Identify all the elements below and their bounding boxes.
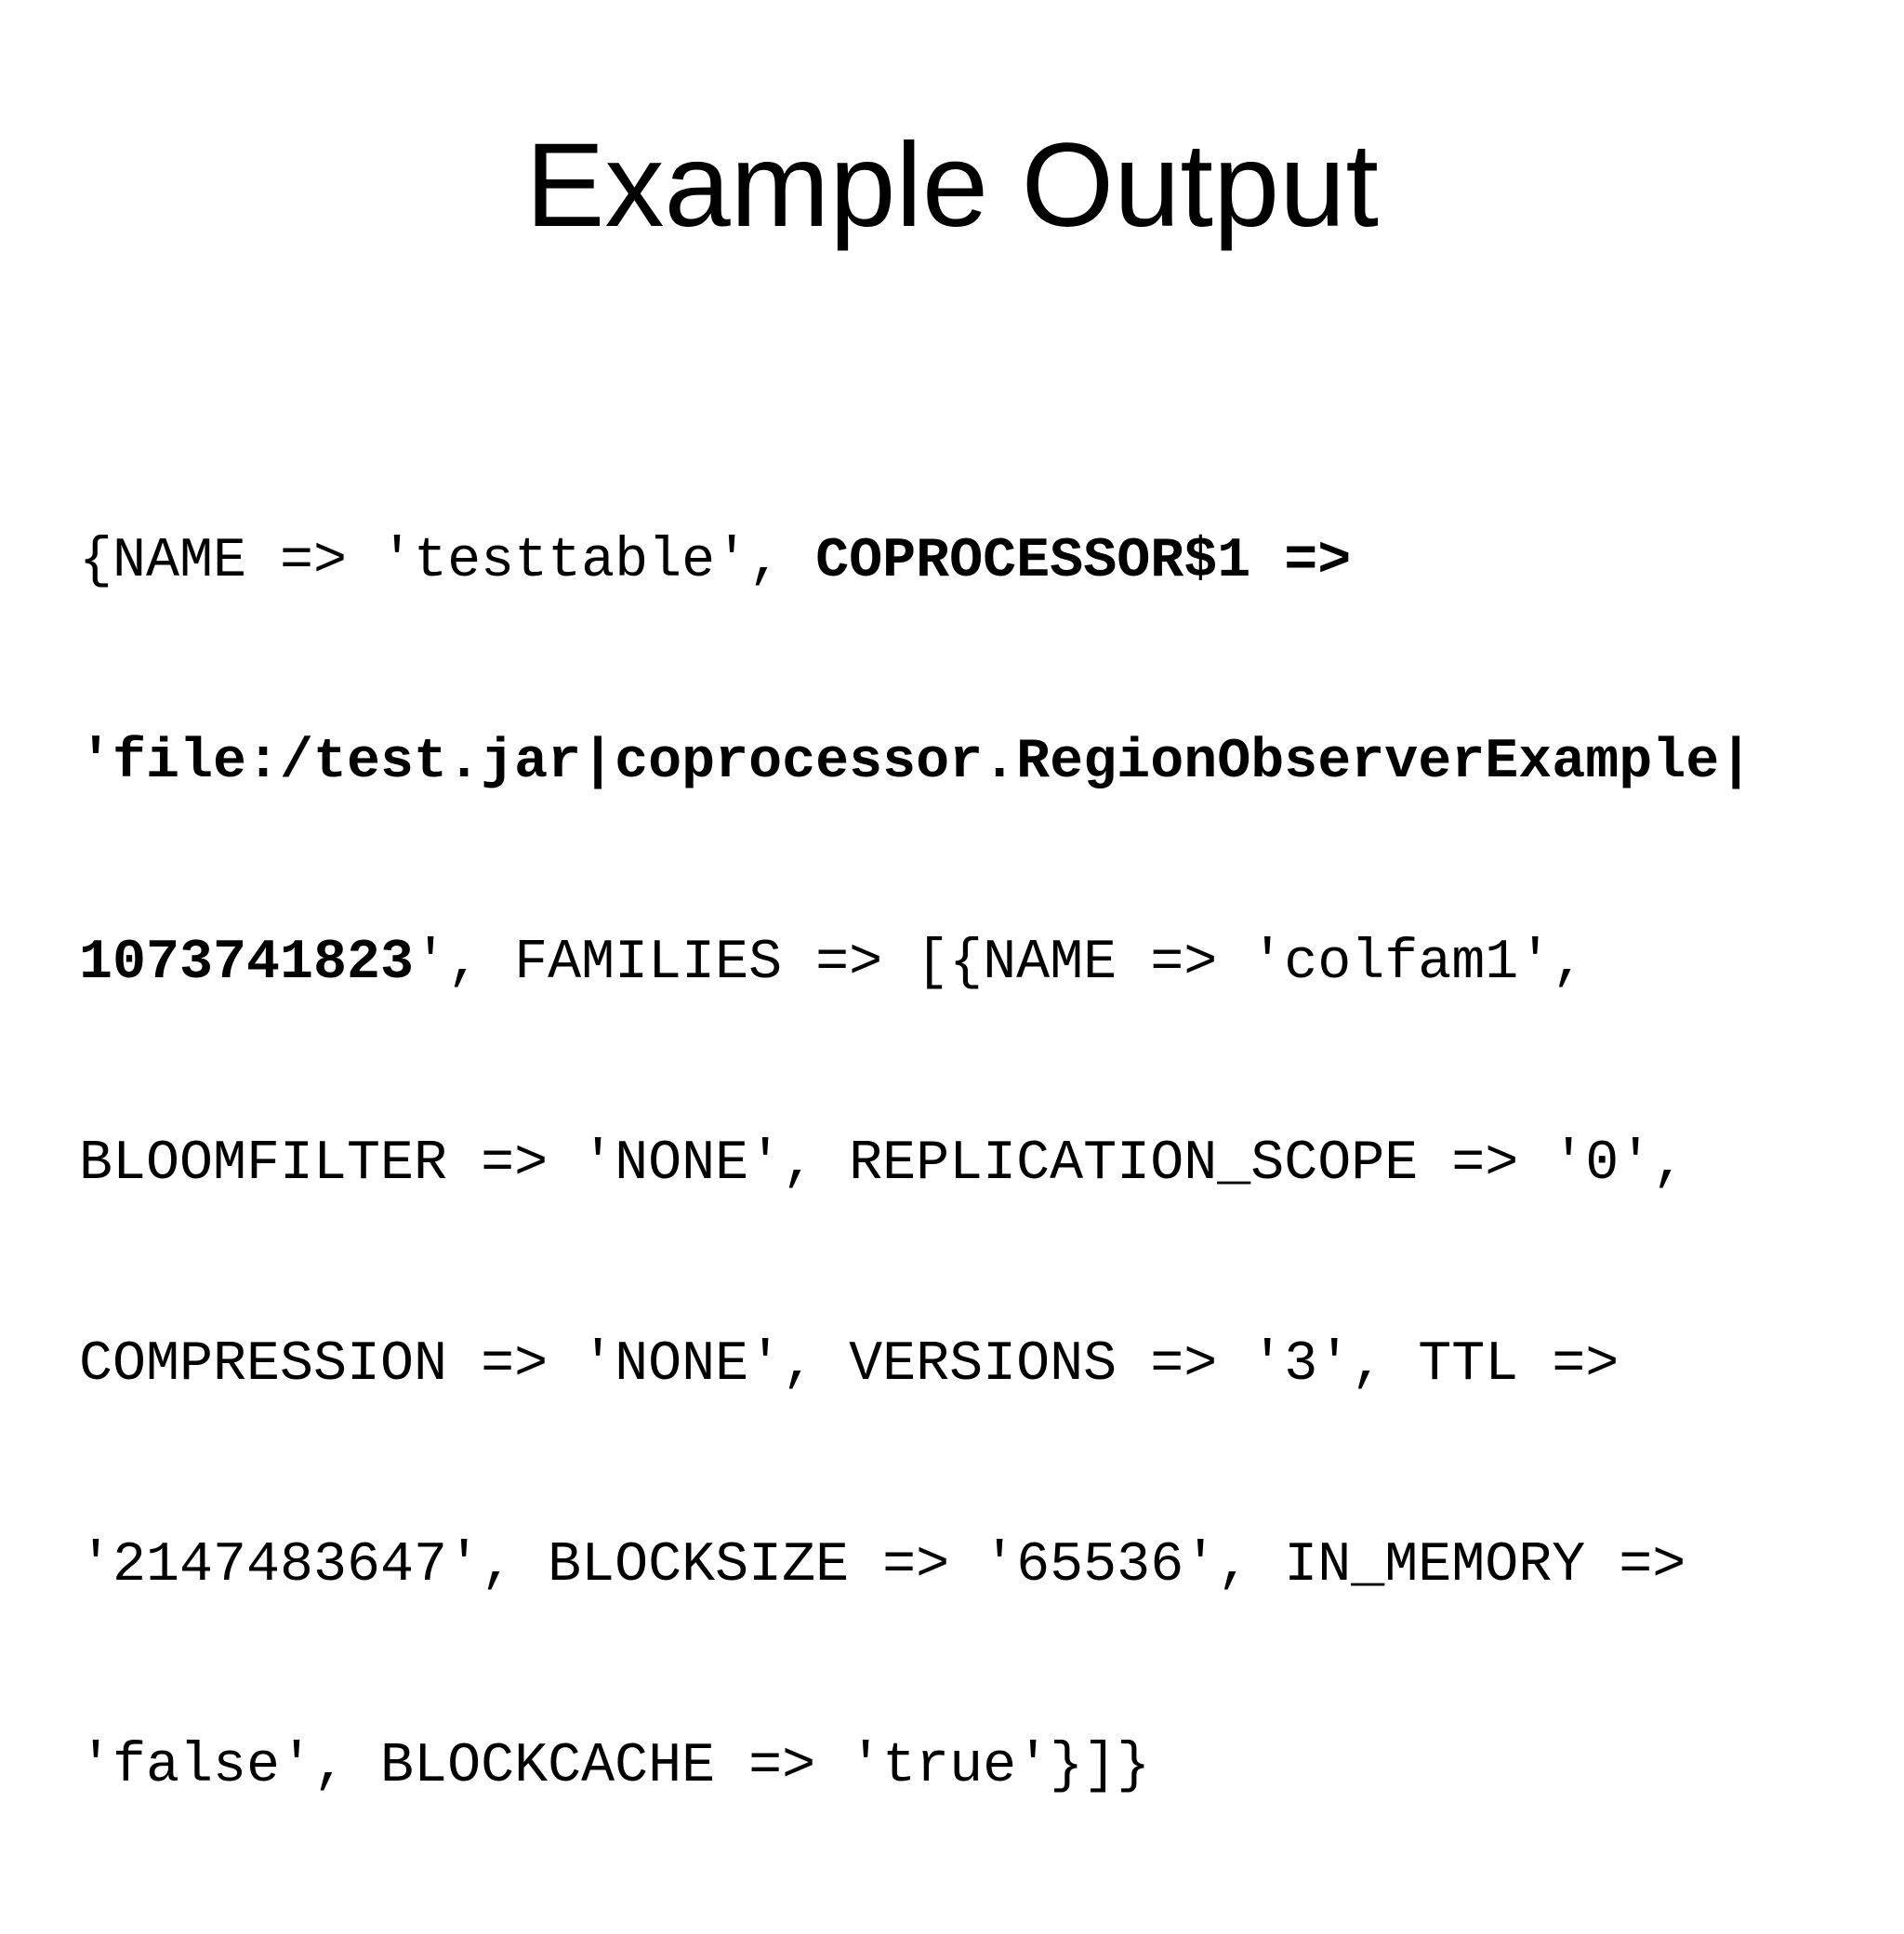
code-line-7: 'false', BLOCKCACHE => 'true'}]} [79, 1733, 1845, 1800]
code-line-2: 'file:/test.jar|coprocessor.RegionObserv… [79, 729, 1845, 796]
code-line-6: '2147483647', BLOCKSIZE => '65536', IN_M… [79, 1532, 1845, 1599]
code-segment: COMPRESSION => 'NONE', VERSIONS => '3', … [79, 1333, 1620, 1397]
code-line-1: {NAME => 'testtable', COPROCESSOR$1 => [79, 528, 1845, 595]
code-segment: ', FAMILIES => [{NAME => 'colfam1', [414, 932, 1586, 995]
code-line-5: COMPRESSION => 'NONE', VERSIONS => '3', … [79, 1331, 1845, 1398]
code-line-3: 1073741823', FAMILIES => [{NAME => 'colf… [79, 930, 1845, 997]
code-segment: 'false', BLOCKCACHE => 'true'}]} [79, 1735, 1151, 1798]
code-line-4: BLOOMFILTER => 'NONE', REPLICATION_SCOPE… [79, 1131, 1845, 1198]
code-segment-bold: 'file:/test.jar|coprocessor.RegionObserv… [79, 731, 1753, 794]
slide: Example Output {NAME => 'testtable', COP… [79, 119, 1753, 1798]
code-block: {NAME => 'testtable', COPROCESSOR$1 => '… [79, 394, 1845, 1934]
code-segment-bold: 1073741823 [79, 932, 415, 995]
slide-title: Example Output [525, 119, 1379, 252]
code-segment: {NAME => 'testtable', [79, 530, 816, 593]
code-segment-bold: COPROCESSOR$1 => [815, 530, 1352, 593]
code-segment: BLOOMFILTER => 'NONE', REPLICATION_SCOPE… [79, 1133, 1686, 1196]
code-segment: '2147483647', BLOCKSIZE => '65536', IN_M… [79, 1534, 1686, 1597]
